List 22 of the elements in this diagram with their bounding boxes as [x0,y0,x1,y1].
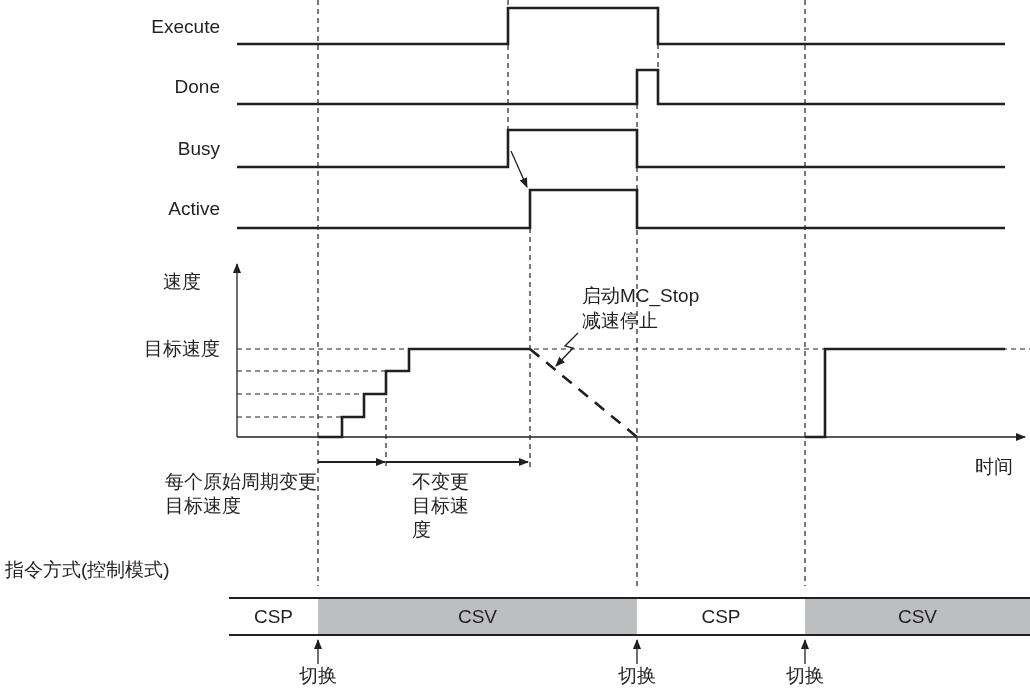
mode-segment: CSV [805,597,1030,636]
mode-segment: CSP [637,597,805,636]
signal-name: Active [167,197,220,221]
mode-segment: CSV [318,597,637,636]
signal-name: Execute [150,15,220,39]
axis-label: 速度 [163,270,201,294]
signal-name: Done [173,75,220,99]
annotation-text: 不变更目标速度 [412,470,470,542]
switch-label: 切换 [299,664,337,688]
leader-line [801,639,809,665]
row-label: 指令方式(控制模式) [5,558,170,582]
leader-line [555,332,579,367]
axis-label: 目标速度 [143,337,220,361]
mode-segment: CSP [229,597,318,636]
axis-label: 时间 [975,455,1013,479]
annotation-text: 启动MC_Stop减速停止 [582,283,717,333]
signal-name: Busy [176,137,220,161]
leader-line [314,639,322,665]
switch-label: 切换 [618,664,656,688]
annotation-text: 每个原始周期变更目标速度 [165,470,318,518]
leader-line [633,639,641,665]
switch-label: 切换 [786,664,824,688]
